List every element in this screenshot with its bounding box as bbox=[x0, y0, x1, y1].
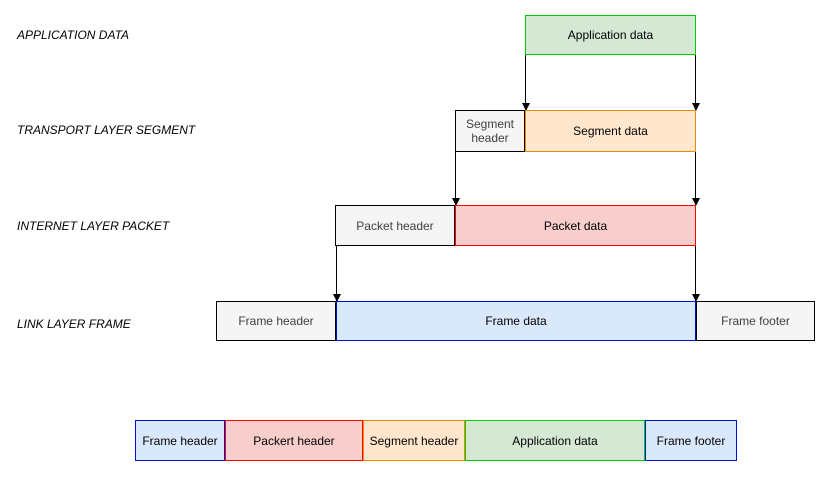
layer-label-application: APPLICATION DATA bbox=[17, 28, 130, 42]
packet-header-box: Packet header bbox=[335, 205, 455, 246]
arrow-packet-to-frame-left-icon bbox=[333, 246, 341, 302]
frame-data-box: Frame data bbox=[336, 301, 696, 341]
application-data-box: Application data bbox=[525, 15, 696, 55]
frame-header-box: Frame header bbox=[216, 301, 336, 341]
arrow-app-to-segment-left-icon bbox=[522, 55, 530, 111]
composition-frame-footer-box: Frame footer bbox=[645, 420, 737, 461]
arrow-segment-to-packet-left-icon bbox=[452, 152, 460, 206]
composition-packet-header-box: Packert header bbox=[225, 420, 363, 461]
frame-footer-box: Frame footer bbox=[696, 301, 815, 341]
segment-header-box: Segment header bbox=[455, 110, 525, 152]
composition-segment-header-box: Segment header bbox=[363, 420, 465, 461]
composition-frame-header-box: Frame header bbox=[135, 420, 225, 461]
composition-application-data-box: Application data bbox=[465, 420, 645, 461]
arrow-segment-to-packet-right-icon bbox=[692, 152, 700, 206]
arrow-app-to-segment-right-icon bbox=[692, 55, 700, 111]
layer-label-link: LINK LAYER FRAME bbox=[17, 317, 131, 331]
arrow-packet-to-frame-right-icon bbox=[692, 246, 700, 302]
layer-label-transport: TRANSPORT LAYER SEGMENT bbox=[17, 123, 196, 137]
packet-data-box: Packet data bbox=[455, 205, 696, 246]
segment-data-box: Segment data bbox=[525, 110, 696, 152]
layer-label-internet: INTERNET LAYER PACKET bbox=[17, 219, 170, 233]
